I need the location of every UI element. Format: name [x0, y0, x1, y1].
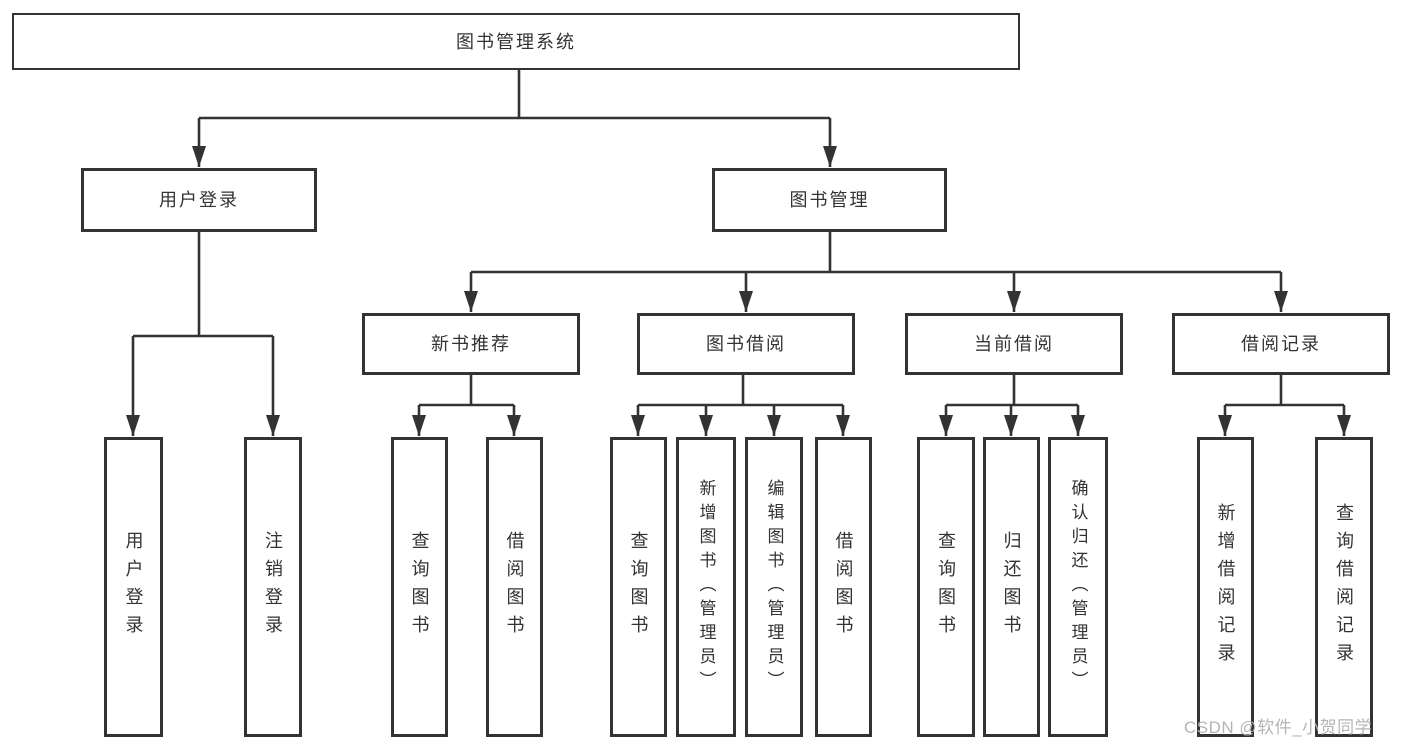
leaf-add-book-admin-label: 新增图书（管理员）: [696, 479, 716, 695]
leaf-query-books-borrowing-label: 查询图书: [628, 531, 649, 643]
leaf-add-borrow-record-label: 新增借阅记录: [1215, 503, 1236, 671]
leaf-borrow-books-recommend: 借阅图书: [486, 437, 543, 737]
leaf-borrow-books-recommend-label: 借阅图书: [504, 531, 525, 643]
leaf-return-book-label: 归还图书: [1001, 531, 1022, 643]
node-root-system-label: 图书管理系统: [456, 31, 576, 52]
leaf-add-borrow-record: 新增借阅记录: [1197, 437, 1254, 737]
leaf-logout: 注销登录: [244, 437, 302, 737]
node-current-borrowing: 当前借阅: [905, 313, 1123, 375]
node-user-login: 用户登录: [81, 168, 317, 232]
node-new-book-recommend-label: 新书推荐: [431, 334, 511, 354]
leaf-confirm-return-admin: 确认归还（管理员）: [1048, 437, 1108, 737]
leaf-query-borrow-record-label: 查询借阅记录: [1334, 503, 1354, 671]
leaf-logout-label: 注销登录: [263, 531, 283, 643]
leaf-edit-book-admin-label: 编辑图书（管理员）: [764, 479, 784, 695]
leaf-query-books-current-label: 查询图书: [936, 531, 956, 643]
leaf-query-borrow-record: 查询借阅记录: [1315, 437, 1373, 737]
node-current-borrowing-label: 当前借阅: [974, 334, 1054, 354]
leaf-query-books-current: 查询图书: [917, 437, 975, 737]
leaf-borrow-books-borrowing-label: 借阅图书: [833, 531, 854, 643]
node-book-borrowing: 图书借阅: [637, 313, 855, 375]
leaf-confirm-return-admin-label: 确认归还（管理员）: [1068, 479, 1088, 695]
leaf-add-book-admin: 新增图书（管理员）: [676, 437, 736, 737]
node-user-login-label: 用户登录: [159, 190, 239, 210]
leaf-user-login: 用户登录: [104, 437, 163, 737]
node-borrowing-records-label: 借阅记录: [1241, 334, 1321, 354]
node-book-management: 图书管理: [712, 168, 947, 232]
leaf-query-books-recommend-label: 查询图书: [409, 531, 430, 643]
csdn-watermark: CSDN @软件_小贺同学: [1184, 718, 1373, 737]
leaf-query-books-borrowing: 查询图书: [610, 437, 667, 737]
leaf-edit-book-admin: 编辑图书（管理员）: [745, 437, 803, 737]
leaf-query-books-recommend: 查询图书: [391, 437, 448, 737]
node-borrowing-records: 借阅记录: [1172, 313, 1390, 375]
leaf-return-book: 归还图书: [983, 437, 1040, 737]
node-book-management-label: 图书管理: [789, 190, 870, 210]
node-root-system: 图书管理系统: [12, 13, 1020, 70]
node-book-borrowing-label: 图书借阅: [706, 334, 786, 354]
node-new-book-recommend: 新书推荐: [362, 313, 580, 375]
leaf-borrow-books-borrowing: 借阅图书: [815, 437, 872, 737]
leaf-user-login-label: 用户登录: [123, 531, 144, 643]
